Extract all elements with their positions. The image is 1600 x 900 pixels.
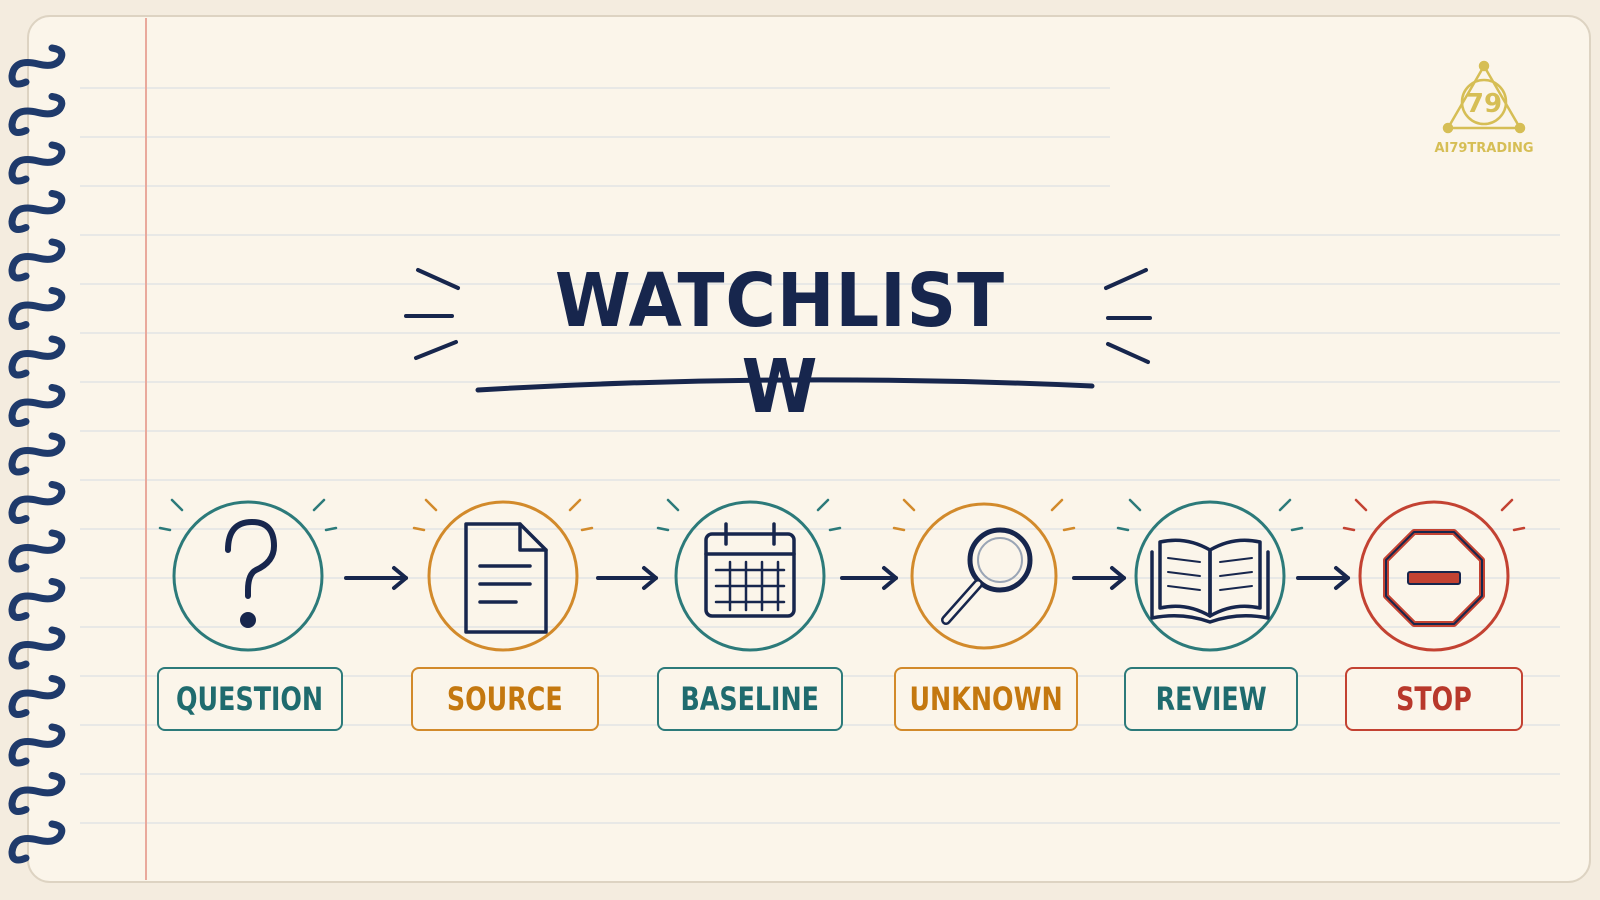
spiral-ring bbox=[8, 723, 66, 767]
spiral-ring bbox=[8, 432, 66, 476]
title-sparks-right bbox=[1104, 268, 1152, 364]
title-underline bbox=[475, 377, 1095, 393]
step-baseline bbox=[656, 498, 842, 652]
svg-text:79: 79 bbox=[1466, 89, 1502, 119]
spiral-ring bbox=[8, 384, 66, 427]
label-question: QUESTION bbox=[157, 667, 343, 731]
spiral-ring bbox=[8, 820, 66, 864]
label-review: REVIEW bbox=[1124, 667, 1298, 731]
arrow-icon bbox=[596, 566, 658, 590]
document-icon bbox=[464, 522, 548, 634]
step-review bbox=[1116, 498, 1304, 652]
step-source bbox=[412, 498, 594, 652]
spiral-ring bbox=[8, 335, 66, 379]
spiral-ring bbox=[8, 529, 66, 573]
step-question bbox=[158, 498, 338, 652]
spiral-ring bbox=[8, 190, 66, 233]
open-book-icon bbox=[1150, 538, 1270, 624]
step-unknown bbox=[892, 498, 1076, 650]
spiral-ring bbox=[8, 481, 66, 524]
spiral-ring bbox=[8, 141, 66, 185]
label-stop: STOP bbox=[1345, 667, 1523, 731]
spiral-ring bbox=[8, 93, 66, 136]
page-title: WATCHLIST W bbox=[554, 258, 1006, 430]
arrow-icon bbox=[1296, 566, 1350, 590]
label-unknown: UNKNOWN bbox=[894, 667, 1078, 731]
label-source: SOURCE bbox=[411, 667, 599, 731]
spiral-ring bbox=[8, 772, 66, 815]
spiral-ring bbox=[8, 626, 66, 670]
spiral-binding bbox=[8, 44, 66, 864]
spiral-ring bbox=[8, 238, 66, 282]
title-sparks-left bbox=[404, 268, 460, 360]
calendar-icon bbox=[704, 522, 796, 618]
logo-mark: 79 bbox=[1442, 60, 1526, 134]
magnifier-icon bbox=[941, 527, 1033, 625]
step-stop bbox=[1342, 498, 1526, 652]
spiral-ring bbox=[8, 675, 66, 718]
label-baseline: BASELINE bbox=[657, 667, 843, 731]
question-mark-icon bbox=[225, 518, 278, 628]
spiral-ring bbox=[8, 44, 66, 88]
arrow-icon bbox=[840, 566, 898, 590]
flow-arrows bbox=[344, 566, 1350, 590]
arrow-icon bbox=[1072, 566, 1126, 590]
brand-logo-text: AI79TRADING bbox=[1434, 141, 1534, 156]
arrow-icon bbox=[344, 566, 408, 590]
stop-sign-icon bbox=[1383, 529, 1485, 627]
spiral-ring bbox=[8, 287, 66, 330]
spiral-ring bbox=[8, 578, 66, 621]
